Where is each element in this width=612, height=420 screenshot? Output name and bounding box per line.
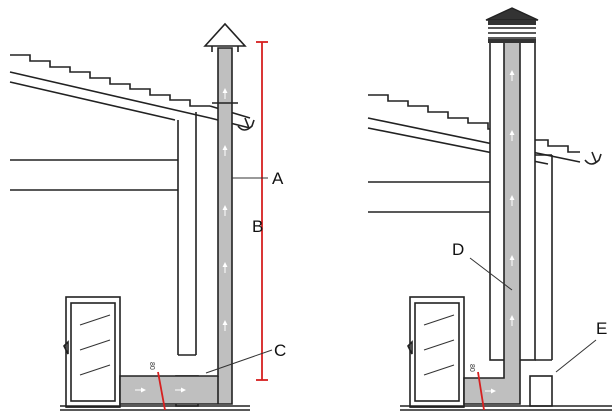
stove-icon [63, 296, 121, 408]
left-pipe-mark: 80 [148, 362, 166, 411]
up-arrow-icon [222, 88, 228, 99]
chimney-cowl-cap-icon [485, 7, 539, 43]
right-building-walls [368, 154, 612, 411]
up-arrow-icon [222, 205, 228, 216]
label-d: D [452, 240, 464, 259]
up-arrow-icon [222, 320, 228, 331]
right-pipe-mark-text: 80 [468, 364, 475, 372]
label-c: C [274, 341, 286, 360]
up-arrow-icon [509, 315, 515, 326]
up-arrow-icon [509, 195, 515, 206]
left-flue-pipe [119, 47, 238, 405]
up-arrow-icon [222, 262, 228, 273]
right-arrow-icon [175, 387, 186, 393]
right-flow-arrows [485, 70, 515, 394]
up-arrow-icon [509, 70, 515, 81]
label-a: A [272, 169, 284, 188]
label-b: B [252, 217, 263, 236]
label-e: E [596, 319, 607, 338]
right-arrow-icon [135, 387, 146, 393]
up-arrow-icon [509, 130, 515, 141]
up-arrow-icon [509, 255, 515, 266]
right-pipe-mark: 80 [468, 364, 485, 411]
chimney-cone-cap-icon [203, 22, 247, 52]
left-building-walls [10, 112, 250, 411]
measure-line-b [256, 41, 268, 381]
right-scene: 80 D E [367, 7, 612, 411]
right-arrow-icon [485, 388, 496, 394]
left-flow-arrows [135, 88, 228, 393]
left-scene: 80 A B C [9, 22, 286, 411]
left-pipe-mark-text: 80 [148, 362, 155, 370]
up-arrow-icon [222, 145, 228, 156]
right-roof [367, 94, 602, 165]
stove-icon [407, 296, 465, 408]
